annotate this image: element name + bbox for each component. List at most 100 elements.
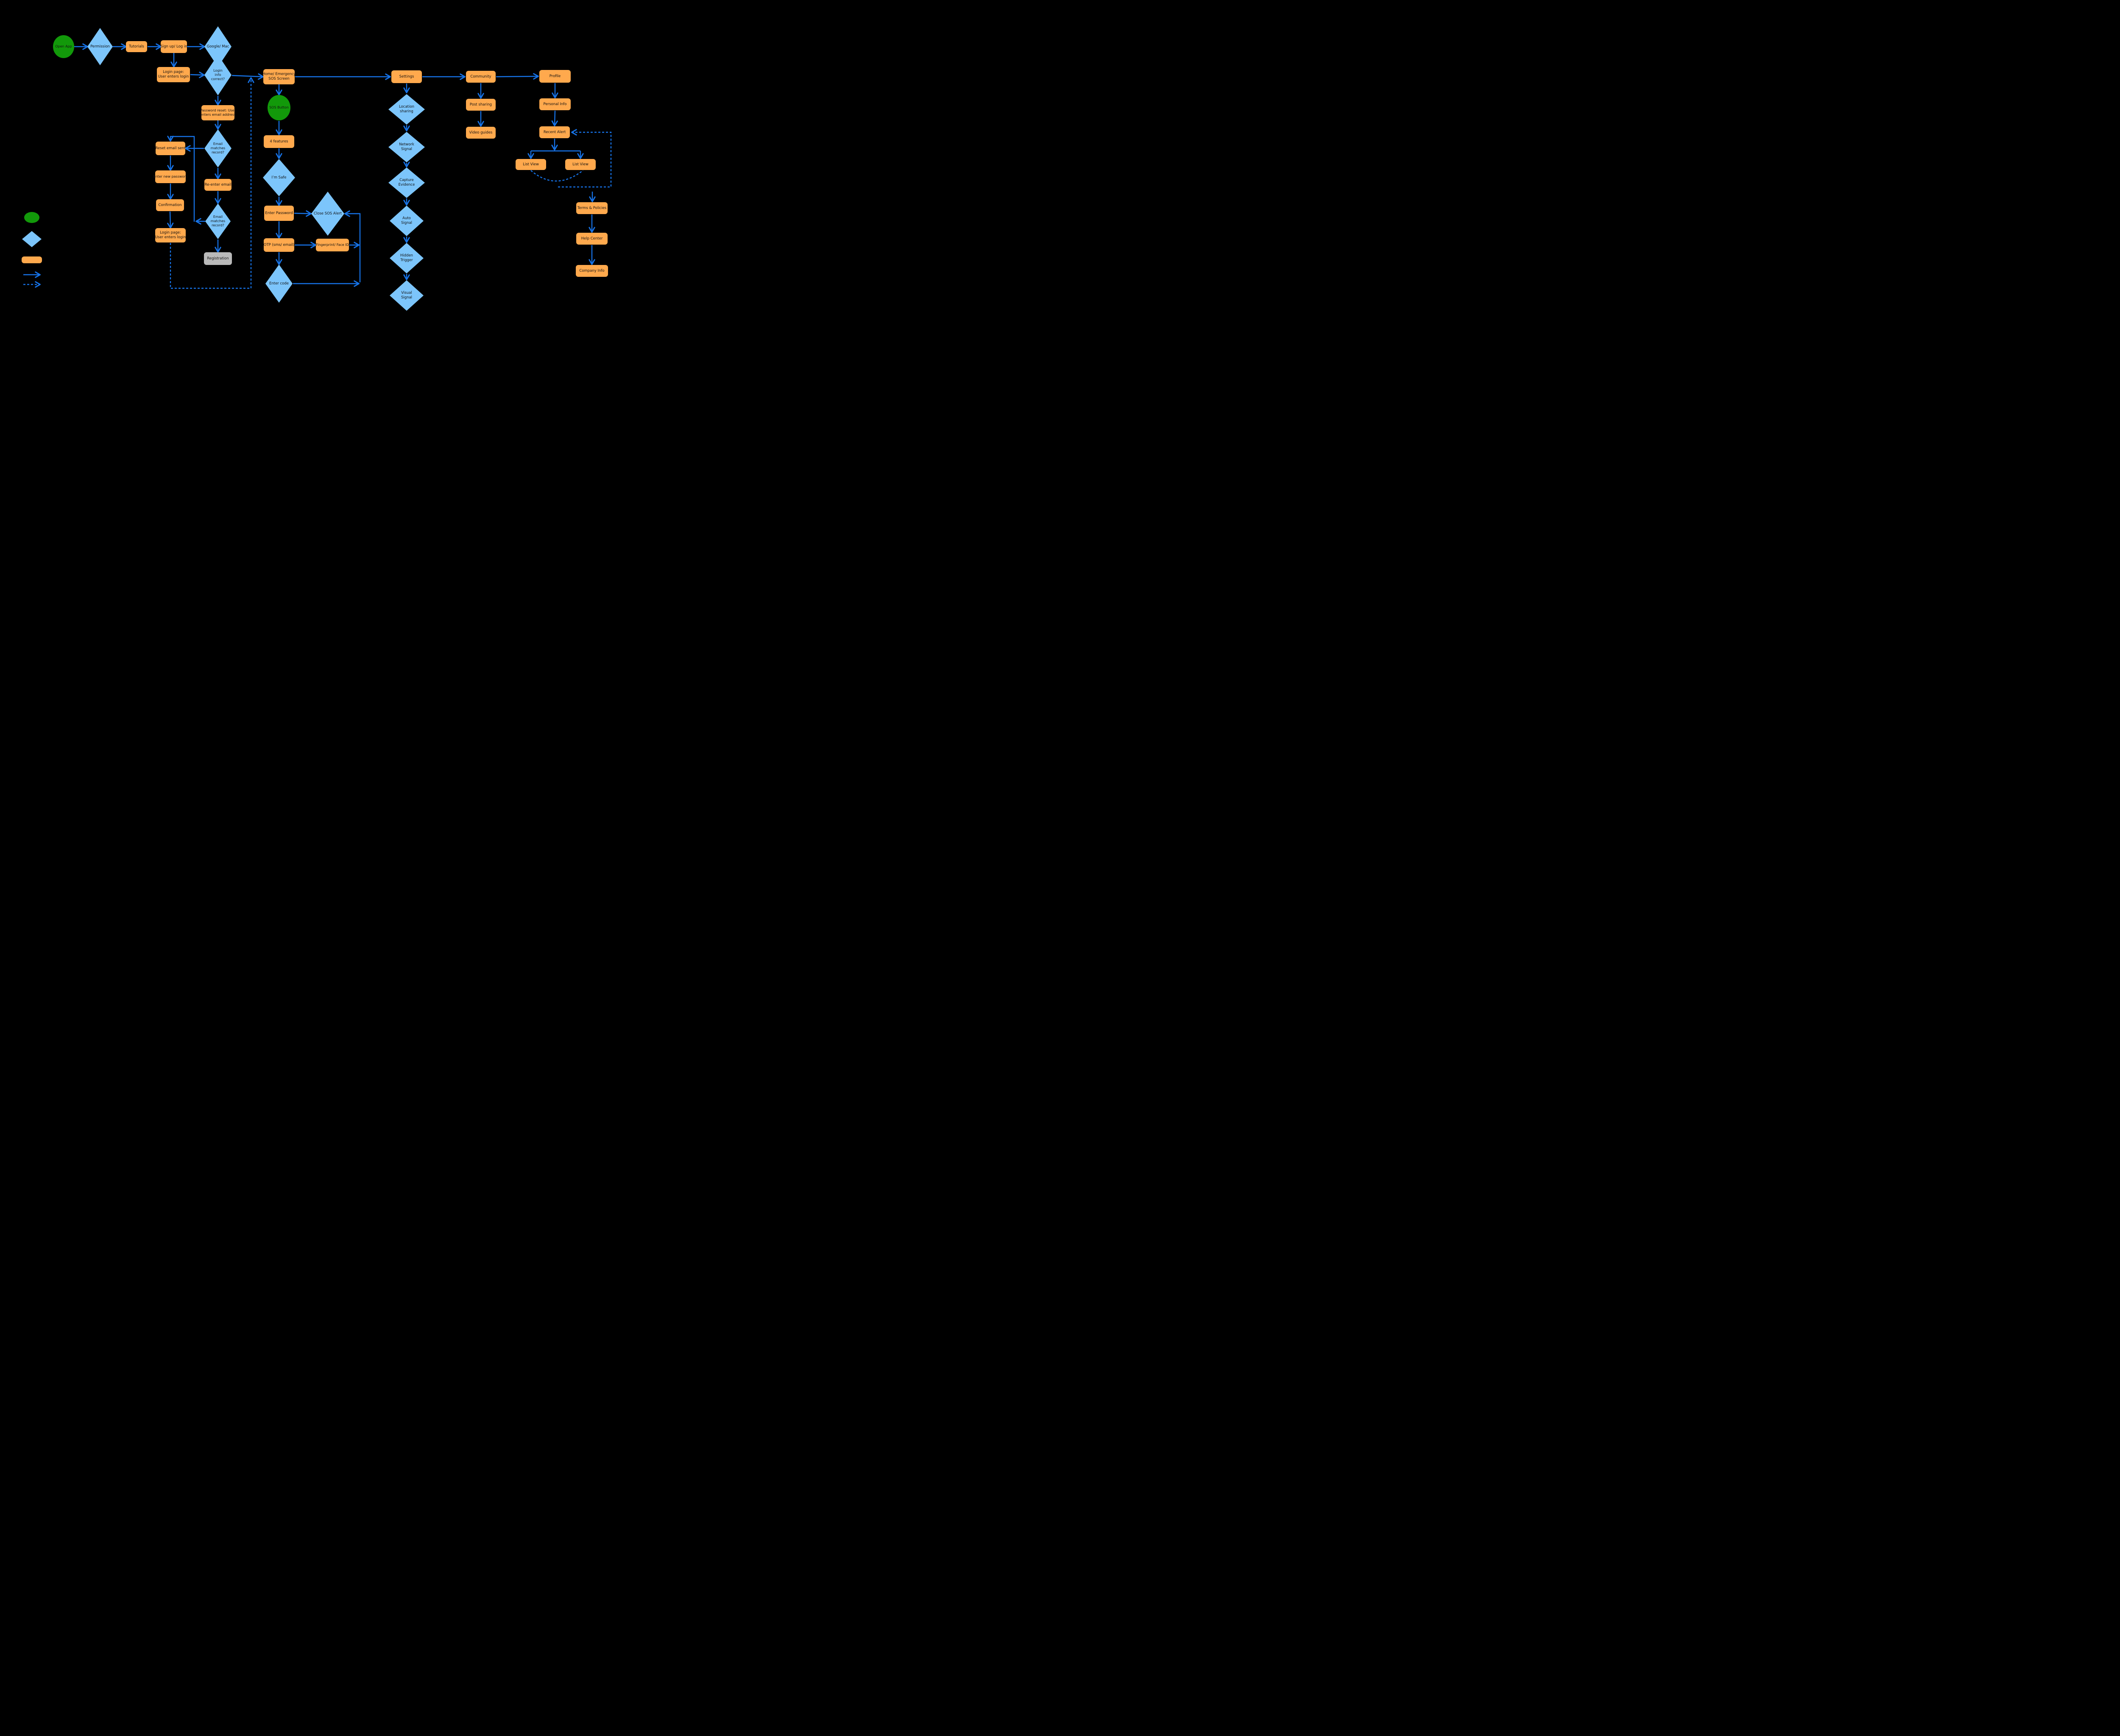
node-sos-button[interactable]: SOS Button	[268, 95, 290, 120]
node-label: Auto	[402, 216, 411, 221]
node-label: Home/ Emergency	[262, 72, 296, 77]
node-label: Hidden	[400, 254, 413, 258]
node-help-center[interactable]: Help Center	[576, 233, 608, 245]
node-label: Fingerprint/ Face ID	[316, 243, 349, 247]
node-video-guides[interactable]: Video guides	[466, 127, 496, 139]
node-label: Network	[399, 142, 414, 147]
node-recent-alert[interactable]: Recent Alert	[539, 126, 570, 138]
node-label: Password reset: User	[200, 109, 236, 112]
node-four-features[interactable]: 4 features	[264, 135, 294, 148]
node-legend-start-shape[interactable]	[24, 212, 39, 223]
node-label: matches	[210, 146, 226, 150]
loop-back-to-reset-email-sent	[167, 136, 195, 222]
node-registration[interactable]: Registration	[204, 252, 232, 265]
node-enter-new-password[interactable]: Enter new password	[153, 170, 188, 183]
node-label: 4 features	[270, 139, 288, 144]
node-label: Enter code	[269, 281, 289, 286]
node-company-info[interactable]: Company Info	[576, 265, 608, 277]
node-label: Login	[213, 69, 223, 72]
node-label: Login page:	[163, 70, 184, 75]
node-enter-password[interactable]: Enter Password	[264, 206, 294, 221]
node-label: Close SOS Alert	[313, 211, 342, 216]
login-retry-dashed-loop	[170, 77, 254, 289]
node-label: Terms & Policies	[577, 206, 607, 210]
node-label: I’m Safe	[271, 175, 287, 180]
node-label: Company Info	[579, 268, 605, 273]
node-label: Recent Alert	[543, 130, 566, 134]
node-label: Profile	[549, 74, 561, 78]
node-label: Personal Info	[543, 102, 567, 106]
node-label: Video guides	[469, 130, 493, 135]
node-reset-email-sent[interactable]: Reset email sent	[156, 142, 185, 155]
node-community[interactable]: Community	[466, 71, 496, 83]
node-open-app[interactable]: Open App	[53, 35, 74, 58]
node-label: Google/ Mac	[206, 44, 229, 49]
node-fingerprint-face-id[interactable]: Fingerprint/ Face ID	[316, 239, 349, 251]
listview-loop-arc	[530, 170, 583, 182]
node-post-sharing[interactable]: Post sharing	[466, 99, 496, 111]
connector-layer	[23, 43, 612, 289]
node-label: Signal	[401, 147, 413, 151]
node-label: enters email address	[200, 113, 236, 117]
node-label: correct?	[211, 77, 225, 81]
node-label: info	[215, 73, 221, 77]
node-label: Registration	[207, 256, 229, 261]
node-label: List View	[523, 162, 539, 167]
node-login-page-top[interactable]: Login page:User enters login	[157, 67, 190, 82]
node-label: Confirmation	[158, 203, 182, 207]
node-tutorials[interactable]: Tutorials	[126, 41, 147, 52]
node-label: Enter new password	[153, 175, 188, 178]
node-label: Signal	[401, 295, 413, 300]
node-label: Capture	[399, 178, 414, 183]
node-sign-up-log-in[interactable]: Sign up/ Log in	[160, 40, 187, 53]
node-label: Reset email sent	[155, 146, 186, 150]
node-label: Permission	[90, 44, 110, 49]
node-label: Login page:	[160, 231, 181, 235]
node-label: Tutorials	[129, 44, 144, 49]
node-label: Enter Password	[265, 211, 293, 215]
node-settings[interactable]: Settings	[391, 70, 422, 83]
community-to-profile	[496, 73, 539, 80]
node-list-view-left[interactable]: List View	[516, 159, 546, 170]
node-label: Evidence	[398, 183, 415, 187]
node-label: SOS Screen	[268, 77, 290, 81]
node-label: Email	[213, 215, 223, 219]
node-label: Trigger	[400, 258, 413, 262]
loop-line-to-close-sos	[344, 210, 361, 282]
node-profile[interactable]: Profile	[539, 70, 571, 83]
node-label: Email	[213, 142, 223, 146]
node-label: Open App	[55, 45, 72, 48]
node-label: Help Center	[581, 236, 603, 241]
node-label: Location	[399, 105, 414, 109]
node-label: OTP (sms/ email)	[263, 242, 295, 247]
node-label: Settings	[399, 74, 414, 79]
node-confirmation[interactable]: Confirmation	[156, 199, 184, 211]
node-label: matches	[210, 219, 226, 223]
node-label: Signal	[401, 221, 413, 225]
node-personal-info[interactable]: Personal Info	[539, 98, 571, 110]
node-list-view-right[interactable]: List View	[565, 159, 596, 170]
node-label: User enters login	[158, 75, 189, 79]
node-terms-policies[interactable]: Terms & Policies	[576, 202, 608, 214]
node-label: Community	[470, 74, 491, 79]
node-label: List View	[572, 162, 589, 167]
node-otp-sms-email[interactable]: OTP (sms/ email)	[264, 238, 294, 252]
node-label: record?	[212, 223, 224, 227]
node-label: Sign up/ Log in	[160, 44, 187, 49]
flowchart-canvas: Open App Permission Tutorials Sign up/ Log …	[0, 0, 665, 342]
node-label: User enters login	[155, 235, 186, 240]
node-label: SOS Button	[269, 106, 289, 109]
node-re-enter-email[interactable]: Re-enter email	[204, 179, 232, 191]
node-legend-process-shape[interactable]	[22, 256, 42, 263]
node-label: Re-enter email	[204, 182, 232, 187]
node-label: Post sharing	[469, 102, 492, 107]
login-info-to-home	[232, 73, 264, 80]
enter-password-to-close-sos	[294, 210, 312, 217]
node-label: record?	[212, 150, 224, 154]
node-label: Visual	[401, 291, 412, 295]
node-login-page-bottom[interactable]: Login page:User enters login	[155, 228, 186, 242]
node-label: sharing	[400, 109, 413, 114]
listview-loop-to-recent-alert	[558, 129, 612, 188]
